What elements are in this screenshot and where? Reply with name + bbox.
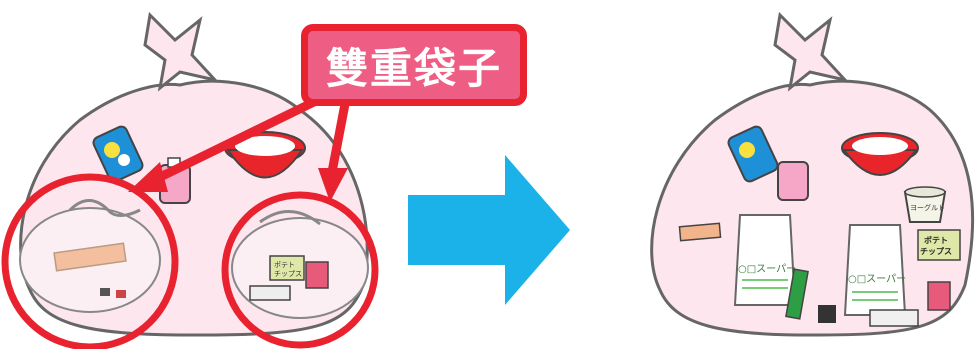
detergent-bottle-icon-right xyxy=(727,125,779,183)
plastic-bag-icon-2: ○□スーパー xyxy=(843,224,906,316)
highlight-circle-left xyxy=(1,173,179,351)
highlight-circle-right xyxy=(221,191,379,349)
chips-label-2: チップス xyxy=(274,270,302,278)
plastic-bag-icon-1: ○□スーパー xyxy=(733,214,796,306)
yogurt-label: ヨーグルト xyxy=(910,203,945,212)
potato-chips-icon-right: ポテト チップス xyxy=(917,229,961,261)
pink-bottle-icon-right xyxy=(777,161,809,201)
pink-package-icon xyxy=(927,281,951,311)
bowl-icon-right xyxy=(841,132,919,176)
supermarket-label-1: ○□スーパー xyxy=(738,263,796,275)
detergent-bottle-icon xyxy=(92,125,144,183)
bowl-icon xyxy=(224,131,306,179)
callout-pointer-arrows xyxy=(128,95,350,202)
potato-chips-icon xyxy=(269,255,305,281)
chips-label-1: ポテト xyxy=(274,261,295,269)
supermarket-label-2: ○□スーパー xyxy=(848,273,906,285)
egg-carton-icon xyxy=(869,309,919,327)
callout-label: 雙重袋子 xyxy=(325,43,502,93)
double-bag-callout: 雙重袋子 xyxy=(301,24,527,106)
toothpaste-icon xyxy=(785,268,809,320)
chips-right-label-2: チップス xyxy=(920,246,952,256)
dark-box-icon xyxy=(818,305,836,323)
inner-bag-right: ポテト チップス xyxy=(231,210,369,319)
chips-right-label-1: ポテト xyxy=(924,235,948,245)
yogurt-cup-icon: ヨーグルト xyxy=(903,186,947,223)
arrow-right-icon xyxy=(408,155,570,305)
wooden-tray-icon xyxy=(678,222,722,242)
right-trash-bag-icon xyxy=(650,11,975,337)
inner-bag-left xyxy=(19,199,161,313)
